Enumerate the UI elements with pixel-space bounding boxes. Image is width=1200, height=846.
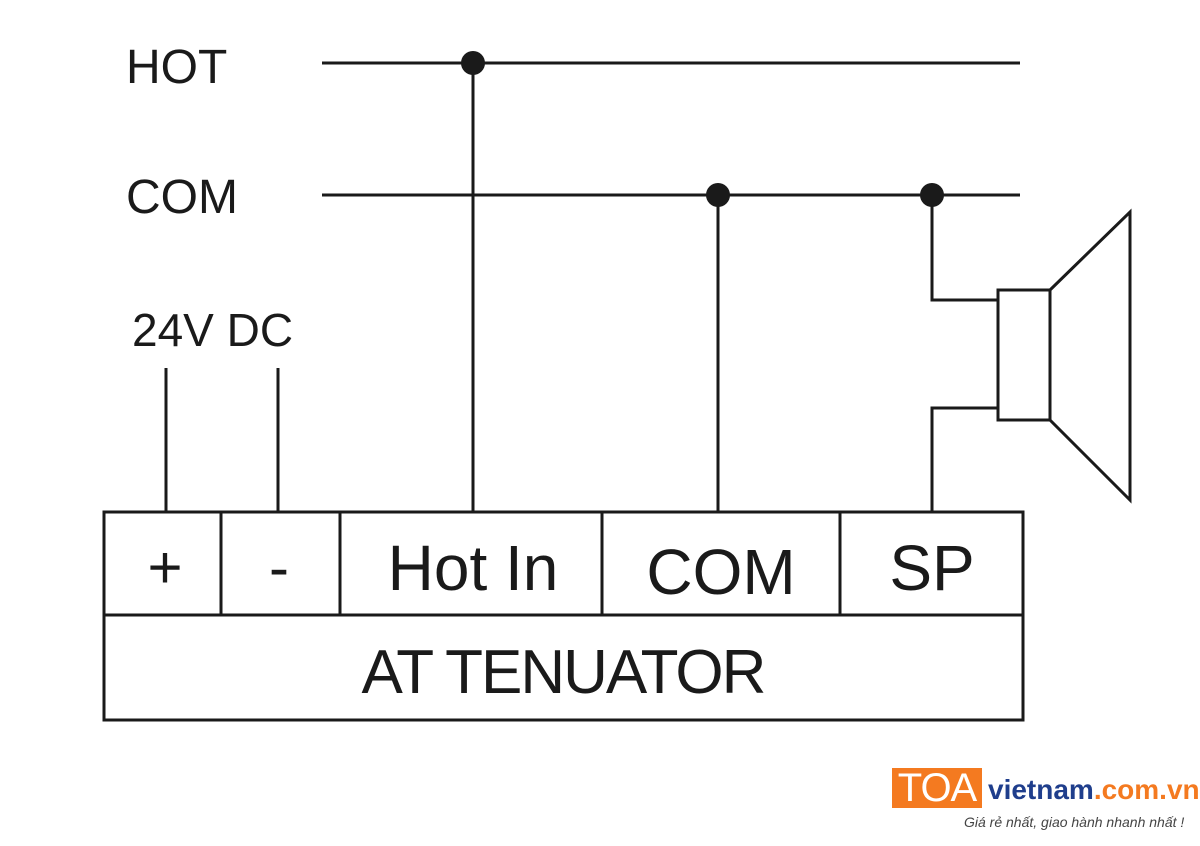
terminal-com-label: COM xyxy=(646,536,795,608)
logo-domain-part1: vietnam xyxy=(988,774,1094,805)
logo-domain-part2: .com.vn xyxy=(1093,774,1200,805)
logo-domain: vietnam.com.vn xyxy=(988,774,1200,806)
device-name: AT TENUATOR xyxy=(362,638,765,707)
hot-bus-label: HOT xyxy=(126,41,227,94)
com-bus-label: COM xyxy=(126,171,238,224)
speaker-bottom-wire xyxy=(930,406,998,512)
terminal-hot-in-label: Hot In xyxy=(388,532,559,604)
terminal-minus-label: - xyxy=(269,534,289,601)
terminal-plus-label: + xyxy=(147,534,182,601)
terminal-sp-label: SP xyxy=(889,532,974,604)
speaker-cone-icon xyxy=(1048,208,1132,504)
logo-brand: TOA xyxy=(892,768,982,808)
toa-vietnam-logo: TOA vietnam.com.vn Giá rẻ nhất, giao hàn… xyxy=(892,766,1200,836)
speaker-magnet xyxy=(996,288,1052,422)
logo-slogan: Giá rẻ nhất, giao hành nhanh nhất ! xyxy=(964,814,1185,830)
power-label: 24V DC xyxy=(132,304,293,356)
speaker-top-wire xyxy=(930,195,998,302)
